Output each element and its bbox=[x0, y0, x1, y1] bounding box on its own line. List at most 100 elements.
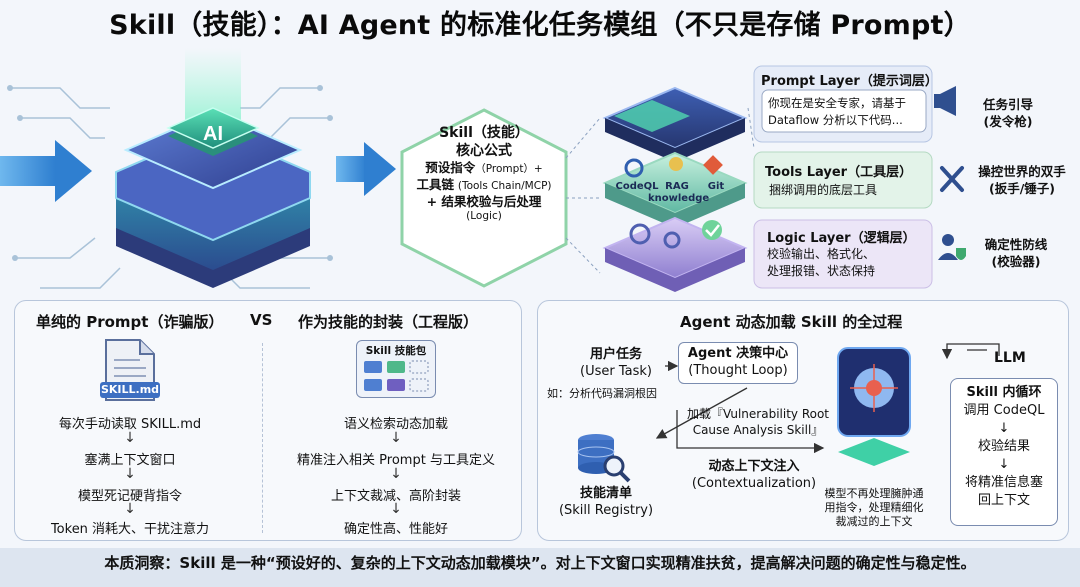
file-icon bbox=[100, 339, 160, 401]
load-skill-1: 加载『Vulnerability Root bbox=[686, 407, 830, 421]
agent-center: Agent 决策中心 (Thought Loop) bbox=[678, 345, 798, 379]
codeql-icon bbox=[624, 158, 644, 178]
tools-side-label: 操控世界的双手 (扳手/锤子) bbox=[968, 163, 1076, 197]
prompt-side2: (发令枪) bbox=[983, 114, 1033, 129]
prompt-layer-desc1: 你现在是安全专家，请基于 bbox=[768, 96, 906, 110]
right-step-1: 语义检索动态加载 bbox=[343, 417, 448, 432]
load-skill-2: Cause Analysis Skill』 bbox=[692, 423, 824, 437]
agent-center-en: (Thought Loop) bbox=[688, 363, 788, 378]
tool-rag: RAG knowledge bbox=[648, 181, 710, 204]
context-inject-title: 动态上下文注入 bbox=[708, 459, 800, 474]
logic-layer-box bbox=[753, 219, 933, 289]
file-label: SKILL.md bbox=[100, 383, 160, 396]
hero-illustration: AI CodeQL Git bbox=[0, 48, 966, 292]
left-step-4: Token 消耗大、干扰注意力 bbox=[50, 522, 210, 537]
tool-git: Git bbox=[708, 181, 725, 192]
core-line4: (Logic) bbox=[466, 210, 502, 222]
tool-codeql: CodeQL bbox=[615, 181, 659, 192]
inner-step-1: 调用 CodeQL bbox=[963, 403, 1045, 418]
database-search-icon bbox=[577, 434, 631, 483]
model-note-2: 用指令，处理精细化 bbox=[824, 501, 924, 514]
core-line2: 工具链 bbox=[416, 177, 455, 192]
page-title: Skill（技能）：AI Agent 的标准化任务模组（不只是存储 Prompt… bbox=[109, 10, 971, 41]
model-note-3: 裁减过的上下文 bbox=[835, 515, 913, 528]
inner-loop-box bbox=[950, 378, 1058, 526]
user-task-en: (User Task) bbox=[580, 364, 652, 379]
brain-chip-icon bbox=[837, 347, 911, 466]
compare-left-title: 单纯的 Prompt（诈骗版） bbox=[36, 313, 224, 331]
inner-step-2: 校验结果 bbox=[977, 439, 1030, 454]
ai-chip-label: AI bbox=[203, 123, 223, 145]
megaphone-icon bbox=[934, 86, 956, 116]
tools-side2: (扳手/锤子) bbox=[989, 181, 1055, 196]
prompt-side1: 任务引导 bbox=[982, 97, 1033, 112]
compare-panel bbox=[14, 300, 522, 541]
logic-layer-title: Logic Layer（逻辑层） bbox=[767, 231, 916, 246]
down-arrow-icon: ↓ bbox=[998, 457, 1010, 472]
down-arrow-icon: ↓ bbox=[390, 501, 402, 517]
core-line1: 预设指令 bbox=[425, 160, 476, 175]
registry: 技能清单 (Skill Registry) bbox=[556, 485, 656, 519]
prompt-layer-title: Prompt Layer（提示词层） bbox=[761, 74, 938, 89]
model-note-1: 模型不再处理臃肿通 bbox=[824, 487, 924, 500]
down-arrow-icon: ↓ bbox=[124, 501, 136, 517]
user-example: 如：分析代码漏洞根因 bbox=[547, 387, 657, 400]
compare-right-title: 作为技能的封装（工程版） bbox=[298, 313, 479, 331]
registry-title: 技能清单 bbox=[579, 486, 632, 501]
tools-side1: 操控世界的双手 bbox=[978, 164, 1066, 179]
load-skill: 加载『Vulnerability Root Cause Analysis Ski… bbox=[680, 406, 836, 438]
down-arrow-icon: ↓ bbox=[390, 430, 402, 446]
core-line1-small: （Prompt）+ bbox=[475, 163, 543, 175]
layer-stack bbox=[602, 86, 748, 292]
prompt-layer-desc2: Dataflow 分析以下代码... bbox=[768, 113, 903, 127]
inner-loop-title: Skill 内循环 bbox=[966, 385, 1042, 400]
model-note: 模型不再处理臃肿通 用指令，处理精细化 裁减过的上下文 bbox=[818, 487, 930, 529]
context-inject: 动态上下文注入 (Contextualization) bbox=[684, 458, 824, 492]
left-step-3: 模型死记硬背指令 bbox=[77, 489, 182, 504]
right-step-2: 精准注入相关 Prompt 与工具定义 bbox=[297, 453, 495, 468]
inner-step-3: 将精准信息塞 bbox=[964, 475, 1043, 490]
left-step-1: 每次手动读取 SKILL.md bbox=[58, 417, 202, 432]
down-arrow-icon: ↓ bbox=[390, 466, 402, 482]
llm-label: LLM bbox=[994, 350, 1026, 366]
logic-side1: 确定性防线 bbox=[984, 237, 1048, 252]
wrench-icon bbox=[940, 166, 964, 192]
skill-hexagon bbox=[400, 108, 568, 288]
agent-center-title: Agent 决策中心 bbox=[687, 346, 789, 361]
compare-vs: VS bbox=[250, 311, 273, 329]
core-title: Skill（技能） bbox=[439, 125, 529, 141]
inner-step-4: 回上下文 bbox=[977, 493, 1030, 508]
tools-layer-desc1: 捆绑调用的底层工具 bbox=[769, 183, 878, 197]
right-step-3: 上下文裁减、高阶封装 bbox=[330, 489, 461, 504]
ai-platform bbox=[115, 48, 311, 288]
prompt-side-label: 任务引导 (发令枪) bbox=[966, 96, 1050, 130]
shield-user-icon bbox=[938, 234, 966, 260]
user-task-title: 用户任务 bbox=[589, 347, 642, 362]
down-arrow-icon: ↓ bbox=[998, 421, 1010, 436]
input-arrow bbox=[0, 140, 92, 202]
process-arrow bbox=[336, 142, 396, 196]
core-formula: Skill（技能） 核心公式 预设指令（Prompt）+ 工具链 (Tools … bbox=[402, 124, 566, 224]
logic-layer-desc2: 处理报错、状态保持 bbox=[767, 264, 876, 278]
tools-layer-title: Tools Layer（工具层） bbox=[765, 165, 913, 180]
gears-icon bbox=[629, 223, 681, 249]
registry-en: (Skill Registry) bbox=[558, 503, 654, 518]
core-line3: + 结果校验与后处理 bbox=[426, 194, 542, 209]
left-step-2: 塞满上下文窗口 bbox=[84, 453, 176, 468]
right-step-4: 确定性高、性能好 bbox=[343, 522, 448, 537]
down-arrow-icon: ↓ bbox=[124, 466, 136, 482]
check-icon bbox=[702, 220, 722, 240]
core-line2-small: (Tools Chain/MCP) bbox=[457, 180, 552, 192]
agent-center-box bbox=[678, 342, 798, 384]
compare-divider bbox=[262, 343, 263, 533]
inner-loop: Skill 内循环 调用 CodeQL ↓ 校验结果 ↓ 将精准信息塞 回上下文 bbox=[950, 384, 1058, 510]
user-task: 用户任务 (User Task) bbox=[572, 346, 660, 380]
tools-layer-box bbox=[753, 151, 933, 209]
folder-grid-icon bbox=[364, 360, 429, 392]
logic-layer-desc1: 校验输出、格式化、 bbox=[767, 247, 876, 261]
skill-pack-label: Skill 技能包 bbox=[365, 345, 427, 357]
down-arrow-icon: ↓ bbox=[124, 430, 136, 446]
process-title: Agent 动态加载 Skill 的全过程 bbox=[680, 313, 903, 331]
logic-side2: (校验器) bbox=[991, 254, 1041, 269]
logic-side-label: 确定性防线 (校验器) bbox=[968, 236, 1064, 270]
